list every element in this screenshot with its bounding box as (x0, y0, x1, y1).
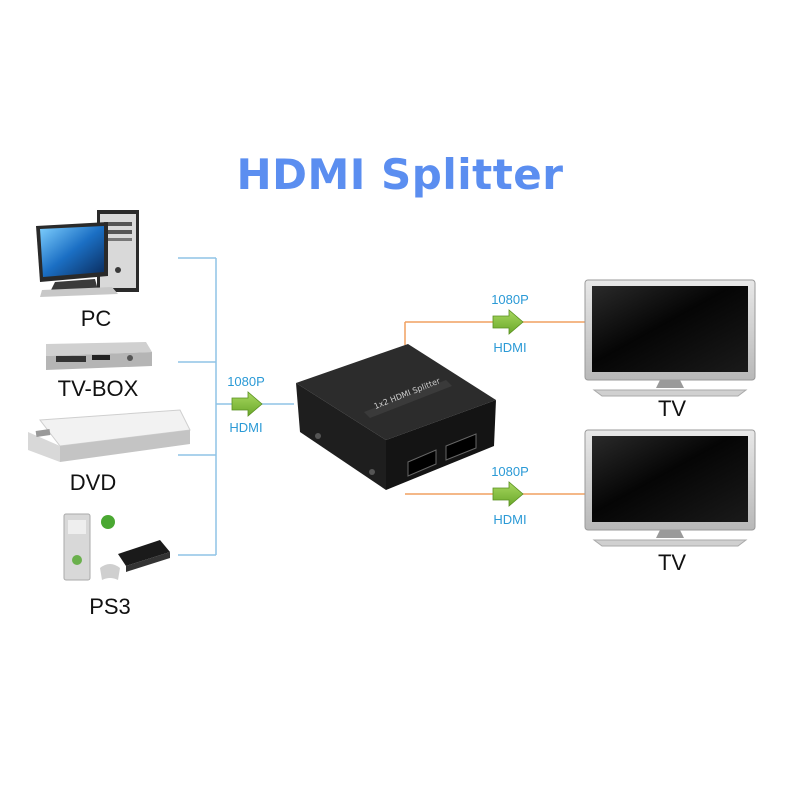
tv-label: TV (658, 550, 686, 575)
output-type-label: HDMI (493, 512, 526, 527)
tv-label: TV (658, 396, 686, 421)
tv-icon (584, 279, 756, 397)
output-type-label: HDMI (493, 340, 526, 355)
game-console-icon (63, 513, 170, 581)
output-resolution-label: 1080P (491, 464, 529, 479)
tv-icon (584, 429, 756, 547)
pc-icon (36, 210, 139, 297)
source-label-tv-box: TV-BOX (58, 376, 139, 401)
output-resolution-label: 1080P (491, 292, 529, 307)
input-type-label: HDMI (229, 420, 262, 435)
output-arrow-icon (492, 309, 524, 335)
tv-box-icon (46, 342, 152, 370)
hdmi-splitter-icon (296, 344, 496, 490)
input-resolution-label: 1080P (227, 374, 265, 389)
dvd-player-icon (28, 409, 191, 462)
source-label-ps3: PS3 (89, 594, 131, 619)
hdmi-port-icon (407, 433, 477, 477)
input-arrow-icon (231, 391, 263, 417)
page-title: HDMI Splitter (236, 150, 564, 199)
source-label-pc: PC (81, 306, 112, 331)
source-label-dvd: DVD (70, 470, 116, 495)
output-arrow-icon (492, 481, 524, 507)
